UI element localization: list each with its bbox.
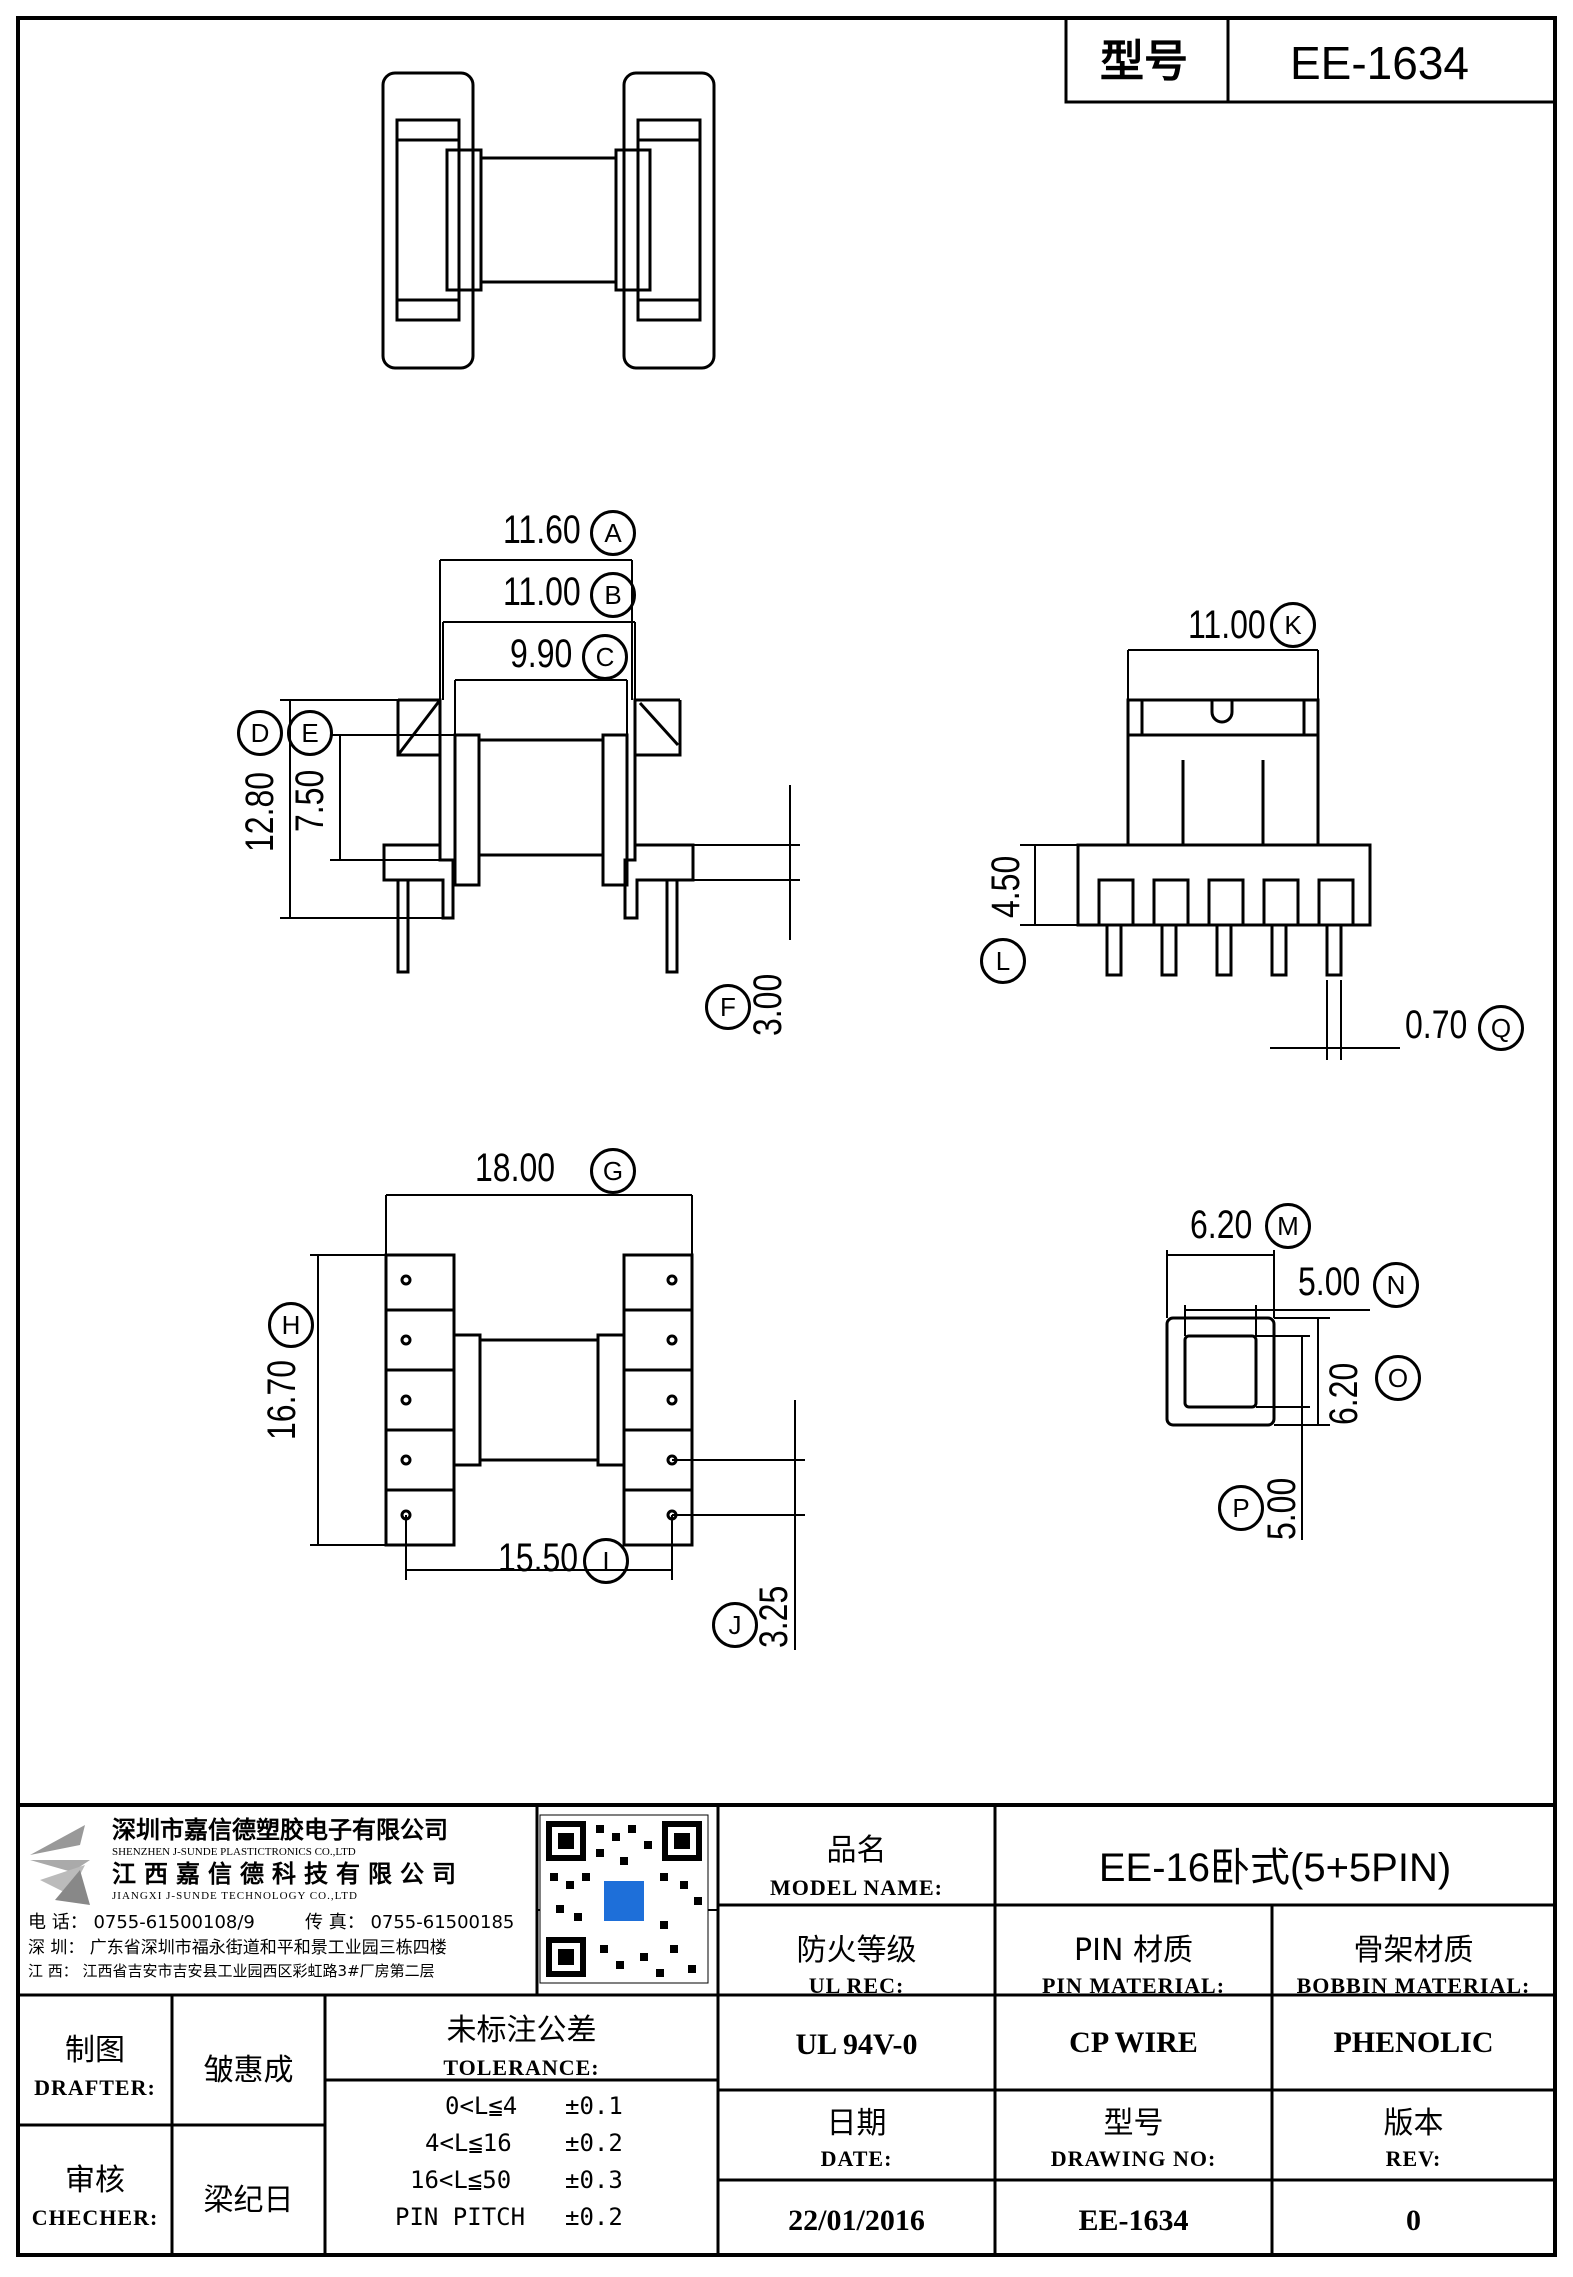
bobbin-material-label: 骨架材质 BOBBIN MATERIAL:	[1296, 1933, 1531, 1998]
model-name-en: MODEL NAME:	[770, 1875, 943, 1900]
drafter-name: 皱惠成	[203, 2053, 294, 2088]
company-name-jx-en: JIANGXI J-SUNDE TECHNOLOGY CO.,LTD	[112, 1890, 358, 1902]
dim-value-b: 11.00	[503, 570, 581, 614]
date-label: 日期 DATE:	[820, 2106, 893, 2171]
company-fax: 传 真： 0755-61500185	[305, 1912, 515, 1933]
ul-rec-value: UL 94V-0	[795, 2028, 918, 2061]
dim-value-i: 15.50	[498, 1536, 579, 1580]
dim-value-c: 9.90	[510, 632, 573, 676]
dim-value-q: 0.70	[1405, 1003, 1468, 1047]
dim-value-f: 3.00	[746, 973, 790, 1036]
company-logo	[30, 1825, 90, 1905]
dim-value-l: 4.50	[984, 855, 1028, 918]
model-name-value: EE-16卧式(5+5PIN)	[1098, 1846, 1452, 1890]
dim-marker-o: O	[1375, 1355, 1421, 1401]
company-name-jx: 江西嘉信德科技有限公司	[112, 1860, 464, 1888]
date-value: 22/01/2016	[788, 2204, 925, 2237]
company-name-sz-en: SHENZHEN J-SUNDE PLASTICTRONICS CO.,LTD	[112, 1846, 356, 1858]
dim-marker-h: H	[268, 1302, 314, 1348]
dim-value-p: 5.00	[1260, 1477, 1304, 1540]
side-view	[1020, 649, 1400, 1060]
dim-value-o: 6.20	[1322, 1362, 1366, 1425]
header-box	[1064, 16, 1557, 104]
company-address-sz: 深 圳： 广东省深圳市福永街道和平和景工业园三栋四楼	[28, 1938, 447, 1958]
model-name-label: 品名 MODEL NAME:	[718, 1825, 995, 1901]
dim-marker-i: I	[583, 1538, 629, 1584]
dim-value-d: 12.80	[238, 771, 282, 852]
dim-marker-n: N	[1373, 1262, 1419, 1308]
dim-value-m: 6.20	[1190, 1203, 1253, 1247]
dim-marker-f: F	[705, 984, 751, 1030]
pin-section-view	[1165, 1250, 1370, 1540]
dim-marker-k: K	[1270, 602, 1316, 648]
qr-code	[539, 1814, 709, 1984]
tolerance-table: 0<L≦4 ±0.1 4<L≦16 ±0.2 16<L≦50 ±0.3 PIN …	[325, 2090, 718, 2238]
dim-marker-q: Q	[1478, 1005, 1524, 1051]
dim-marker-a: A	[590, 510, 636, 556]
model-name-cn: 品名	[826, 1833, 887, 1868]
header-model-value: EE-1634	[1290, 37, 1470, 89]
tolerance-row: 16<L≦50 ±0.3	[410, 2166, 623, 2194]
ul-rec-label: 防火等级 UL REC:	[796, 1933, 917, 1998]
header-model-label: 型号	[1100, 36, 1188, 87]
pin-material-label: PIN 材质 PIN MATERIAL:	[1041, 1933, 1226, 1998]
tolerance-row: 0<L≦4 ±0.1	[445, 2092, 623, 2120]
title-block-grid	[18, 1805, 1555, 2255]
company-tel: 电 话： 0755-61500108/9	[28, 1912, 255, 1933]
dim-value-j: 3.25	[752, 1585, 796, 1648]
dim-marker-e: E	[287, 710, 333, 756]
dim-value-a: 11.60	[503, 508, 581, 552]
dim-marker-b: B	[590, 572, 636, 618]
dim-marker-g: G	[590, 1148, 636, 1194]
dim-marker-m: M	[1265, 1203, 1311, 1249]
dim-marker-p: P	[1218, 1485, 1264, 1531]
bobbin-material-value: PHENOLIC	[1333, 2026, 1494, 2059]
dim-value-g: 18.00	[475, 1146, 556, 1190]
bottom-view	[310, 1194, 805, 1650]
dim-marker-c: C	[582, 634, 628, 680]
front-view	[280, 559, 800, 974]
rev-label: 版本 REV:	[1383, 2106, 1444, 2171]
dim-value-h: 16.70	[260, 1359, 304, 1440]
drawing-no-label: 型号 DRAWING NO:	[1050, 2106, 1217, 2171]
dim-marker-j: J	[712, 1602, 758, 1648]
tolerance-row: 4<L≦16 ±0.2	[425, 2129, 623, 2157]
sheet-border	[16, 16, 1557, 2257]
top-view	[381, 71, 716, 370]
tolerance-row: PIN PITCH ±0.2	[395, 2203, 623, 2231]
dim-value-n: 5.00	[1298, 1260, 1361, 1304]
drawing-no-value: EE-1634	[1078, 2204, 1189, 2237]
company-address-jx: 江 西： 江西省吉安市吉安县工业园西区彩虹路3#厂房第二层	[28, 1962, 435, 1980]
dim-marker-l: L	[980, 938, 1026, 984]
dim-marker-d: D	[237, 710, 283, 756]
pin-material-value: CP WIRE	[1069, 2026, 1198, 2059]
checker-label: 审核 CHECHER:	[31, 2163, 159, 2230]
company-name-sz: 深圳市嘉信德塑胶电子有限公司	[112, 1816, 448, 1844]
checker-name: 梁纪日	[203, 2183, 294, 2218]
dim-value-e: 7.50	[288, 769, 332, 832]
dim-value-k: 11.00	[1188, 603, 1266, 647]
tolerance-label: 未标注公差 TOLERANCE:	[443, 2013, 600, 2080]
drafter-label: 制图 DRAFTER:	[34, 2033, 156, 2100]
rev-value: 0	[1406, 2204, 1421, 2237]
